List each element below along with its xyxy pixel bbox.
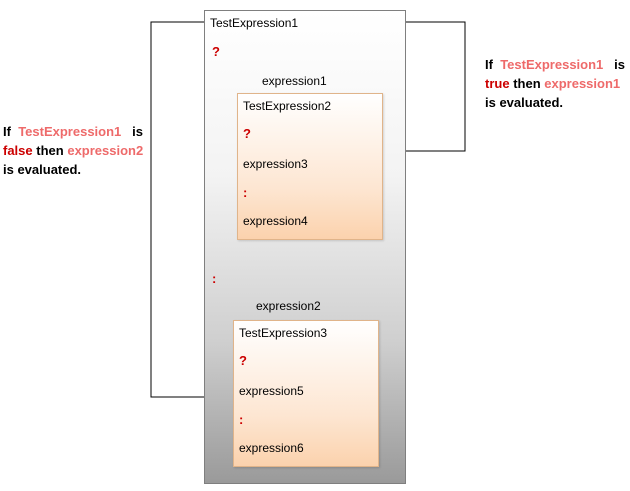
note-false-expr: expression2 bbox=[67, 143, 144, 158]
note-true-line2: true then expression1 bbox=[485, 74, 625, 93]
inner-true-condition: TestExpression2 bbox=[243, 99, 332, 113]
note-true-value: true bbox=[485, 76, 510, 91]
note-false-if: If bbox=[3, 124, 11, 139]
note-false-rest: is evaluated. bbox=[3, 162, 82, 177]
outer-true-label: expression1 bbox=[262, 74, 327, 88]
inner-true-colon: : bbox=[243, 185, 248, 200]
note-false: If TestExpression1 is false then express… bbox=[3, 122, 143, 179]
note-false-line2: false then expression2 bbox=[3, 141, 143, 160]
inner-false-true-expr: expression5 bbox=[239, 384, 304, 398]
outer-colon: : bbox=[212, 271, 217, 286]
note-true: If TestExpression1 is true then expressi… bbox=[485, 55, 625, 112]
note-true-test: TestExpression1 bbox=[500, 57, 604, 72]
outer-false-label: expression2 bbox=[256, 299, 321, 313]
inner-false-condition: TestExpression3 bbox=[239, 326, 328, 340]
note-true-expr: expression1 bbox=[544, 76, 621, 91]
inner-true-true-expr: expression3 bbox=[243, 157, 308, 171]
note-false-is: is bbox=[132, 124, 143, 139]
note-true-line1: If TestExpression1 is bbox=[485, 55, 625, 74]
inner-false-question-mark: ? bbox=[239, 353, 247, 368]
note-false-value: false bbox=[3, 143, 33, 158]
inner-false-box bbox=[233, 320, 379, 467]
inner-true-box bbox=[237, 93, 383, 240]
inner-true-question-mark: ? bbox=[243, 126, 251, 141]
inner-false-colon: : bbox=[239, 412, 244, 427]
false-path-arrow bbox=[150, 21, 229, 401]
note-true-is: is bbox=[614, 57, 625, 72]
outer-condition: TestExpression1 bbox=[210, 16, 301, 30]
inner-true-false-expr: expression4 bbox=[243, 214, 308, 228]
outer-question-mark: ? bbox=[212, 44, 220, 59]
note-false-test: TestExpression1 bbox=[18, 124, 122, 139]
note-true-rest: is evaluated. bbox=[485, 95, 564, 110]
note-false-line1: If TestExpression1 is bbox=[3, 122, 143, 141]
note-true-then: then bbox=[513, 76, 541, 91]
inner-false-false-expr: expression6 bbox=[239, 441, 304, 455]
note-false-then: then bbox=[36, 143, 64, 158]
note-true-if: If bbox=[485, 57, 493, 72]
